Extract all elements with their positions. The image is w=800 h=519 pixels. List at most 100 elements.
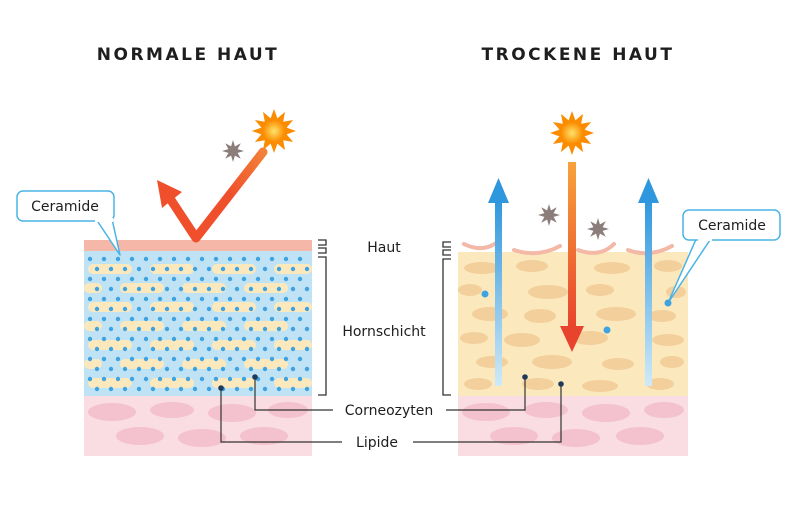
lipid-dot bbox=[87, 376, 93, 382]
lipid-dot bbox=[129, 296, 135, 302]
lipid-dot bbox=[283, 356, 289, 362]
corneocyte-cell bbox=[646, 378, 674, 390]
lipid-dot bbox=[241, 276, 247, 282]
lipid-dot bbox=[129, 276, 135, 282]
lipid-dot bbox=[129, 336, 135, 342]
corneocyte-cell bbox=[274, 340, 312, 350]
lipid-dot bbox=[304, 266, 310, 272]
lipid-dot bbox=[178, 286, 184, 292]
reflected-light-arrow bbox=[157, 147, 268, 243]
layer-brackets bbox=[318, 239, 451, 396]
lipid-dot bbox=[171, 276, 177, 282]
lipid-dot bbox=[150, 346, 156, 352]
lipid-dot bbox=[164, 386, 170, 392]
lipid-dot bbox=[241, 316, 247, 322]
lipid-dot bbox=[255, 256, 261, 262]
skin-surface-left bbox=[84, 240, 312, 251]
lipid-dot bbox=[164, 366, 170, 372]
lipid-dot bbox=[129, 256, 135, 262]
lipid-dots-left bbox=[87, 256, 310, 392]
lipid-dot bbox=[304, 286, 310, 292]
lipid-dot bbox=[157, 276, 163, 282]
lipid-dot bbox=[276, 306, 282, 312]
corneocyte-cell bbox=[84, 359, 102, 369]
lipid-dot bbox=[108, 266, 114, 272]
lipid-dot bbox=[171, 376, 177, 382]
lipid-dot bbox=[276, 386, 282, 392]
lipid-dot bbox=[213, 256, 219, 262]
lipid-dot bbox=[262, 306, 268, 312]
corneocyte-cell bbox=[654, 260, 682, 272]
lipid-dot bbox=[234, 326, 240, 332]
lipid-dot bbox=[262, 346, 268, 352]
lipid-dot bbox=[185, 336, 191, 342]
corneocyte-cell bbox=[150, 264, 194, 274]
lipid-dot bbox=[276, 366, 282, 372]
lipid-dot bbox=[220, 366, 226, 372]
lipid-dot bbox=[262, 286, 268, 292]
lipid-dot bbox=[234, 266, 240, 272]
penetrating-light-arrow bbox=[560, 162, 584, 352]
lipid-dot bbox=[94, 366, 100, 372]
corneocyte-cell bbox=[516, 260, 548, 272]
lipid-dot bbox=[129, 316, 135, 322]
lipid-dot bbox=[283, 376, 289, 382]
lipid-dot bbox=[206, 306, 212, 312]
lipid-dot bbox=[227, 276, 233, 282]
lipid-dot bbox=[227, 336, 233, 342]
corneocyte-cell bbox=[182, 283, 226, 293]
lipid-dot bbox=[192, 386, 198, 392]
lipid-dot bbox=[115, 336, 121, 342]
lipid-dot bbox=[262, 366, 268, 372]
lipid-dot bbox=[297, 256, 303, 262]
lipid-dot bbox=[262, 266, 268, 272]
lipid-dot bbox=[171, 256, 177, 262]
lipid-dot bbox=[108, 386, 114, 392]
lipid-dot bbox=[255, 276, 261, 282]
lipid-dot bbox=[185, 256, 191, 262]
lipid-dot bbox=[122, 266, 128, 272]
lipid-dot-right bbox=[481, 290, 489, 298]
lipid-dot bbox=[213, 316, 219, 322]
lipid-dot bbox=[220, 306, 226, 312]
corneocyte-cell bbox=[602, 358, 634, 370]
lipid-dot bbox=[269, 296, 275, 302]
ceramide-label-right: Ceramide bbox=[698, 218, 766, 234]
lipid-dot bbox=[269, 376, 275, 382]
lipid-dot bbox=[129, 376, 135, 382]
lipid-dot bbox=[192, 286, 198, 292]
corneocyte-cell bbox=[84, 321, 102, 331]
corneocyte-cell bbox=[458, 284, 482, 296]
lipid-dot bbox=[143, 276, 149, 282]
lipid-dot bbox=[178, 386, 184, 392]
lipid-dot bbox=[255, 336, 261, 342]
lipid-dot bbox=[248, 386, 254, 392]
corneocyte-cell bbox=[460, 332, 488, 344]
lipid-dot bbox=[122, 286, 128, 292]
lipid-dot bbox=[101, 336, 107, 342]
lipid-dot bbox=[94, 286, 100, 292]
lipid-dot bbox=[283, 256, 289, 262]
lipid-dot bbox=[164, 286, 170, 292]
lipid-dot bbox=[297, 316, 303, 322]
lipid-dot bbox=[150, 306, 156, 312]
lipid-dot bbox=[234, 286, 240, 292]
corneocyte-cell bbox=[652, 334, 684, 346]
lipid-dot bbox=[290, 346, 296, 352]
lipid-dot bbox=[122, 326, 128, 332]
lipid-dot bbox=[122, 366, 128, 372]
corneocyte-cell bbox=[532, 355, 572, 369]
lipid-dot bbox=[122, 306, 128, 312]
lipid-dot bbox=[234, 386, 240, 392]
lipid-dot bbox=[199, 296, 205, 302]
corneocyte-cell bbox=[660, 356, 684, 368]
lipid-dot bbox=[283, 316, 289, 322]
lipid-dot bbox=[136, 366, 142, 372]
lipid-dot bbox=[269, 356, 275, 362]
lipid-dot bbox=[150, 386, 156, 392]
lipid-dot bbox=[248, 366, 254, 372]
lipid-dot bbox=[164, 346, 170, 352]
lipid-dot bbox=[269, 276, 275, 282]
lipid-dot bbox=[164, 326, 170, 332]
lipid-dot bbox=[185, 296, 191, 302]
